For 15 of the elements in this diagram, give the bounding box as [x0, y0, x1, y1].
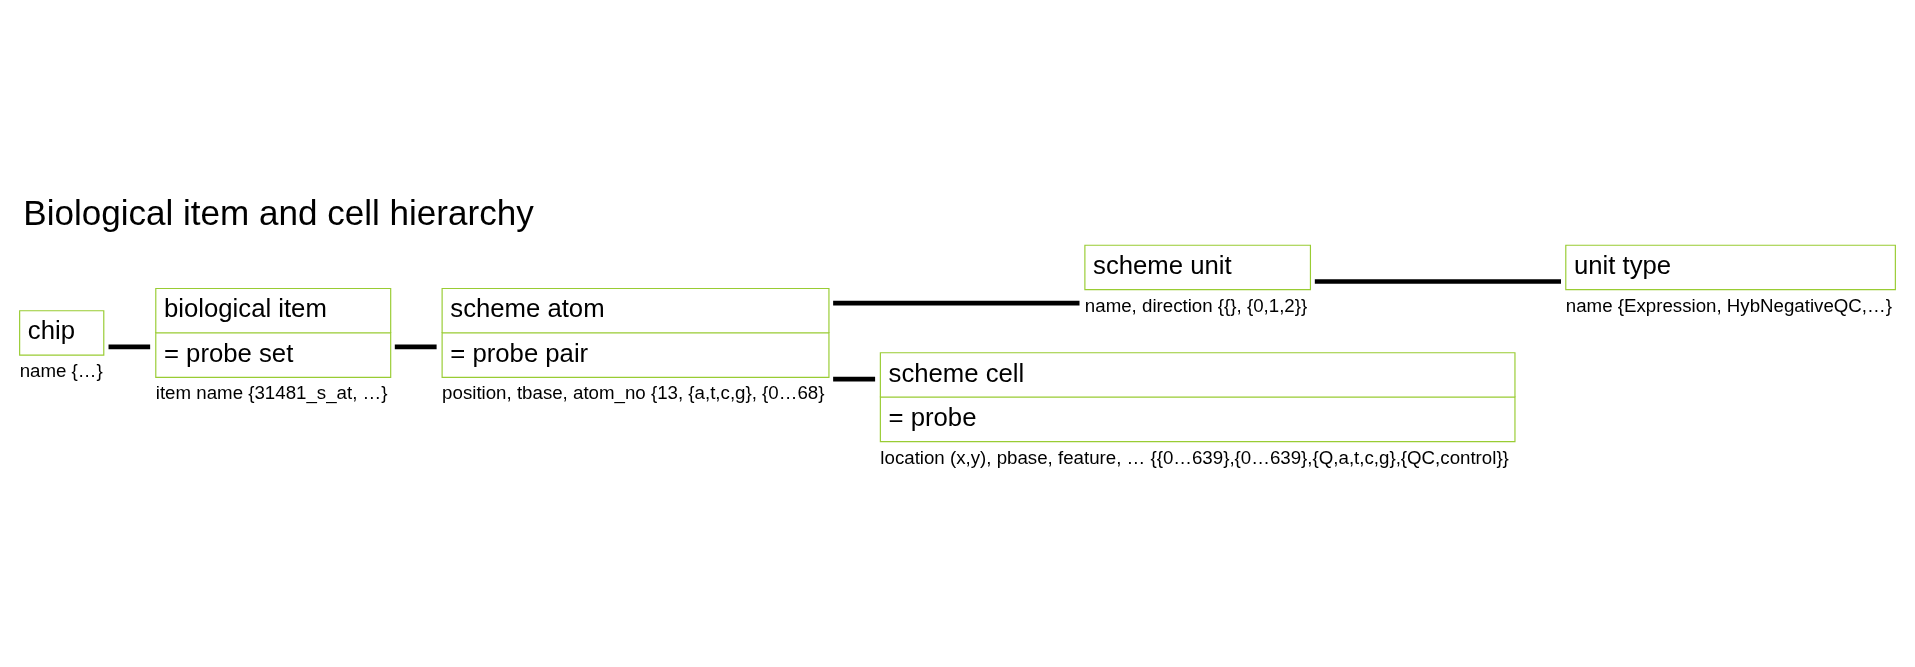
- connector: [108, 344, 151, 350]
- connector: [833, 300, 1080, 306]
- node-label: name, direction {{}, {0,1,2}}: [1084, 294, 1308, 316]
- connector: [833, 376, 876, 382]
- node-label: position, tbase, atom_no {13, {a,t,c,g}, {0…68}: [442, 382, 825, 404]
- node-box: chip: [19, 310, 105, 356]
- node-label: name {Expression, HybNegativeQC,…}: [1565, 294, 1892, 316]
- node-box: unit type: [1565, 244, 1896, 291]
- connector: [1314, 279, 1561, 284]
- connector: [394, 344, 437, 350]
- node-label: item name {31481_s_at, …}: [155, 382, 388, 404]
- diagram-title: Biological item and cell hierarchy: [23, 193, 534, 233]
- node-label: location (x,y), pbase, feature, … {{0…639},{0…639},{Q,a,t,c,g},{QC,control}}: [880, 446, 1509, 468]
- node-box: scheme unit: [1084, 244, 1312, 291]
- node-label: name {…}: [19, 360, 103, 382]
